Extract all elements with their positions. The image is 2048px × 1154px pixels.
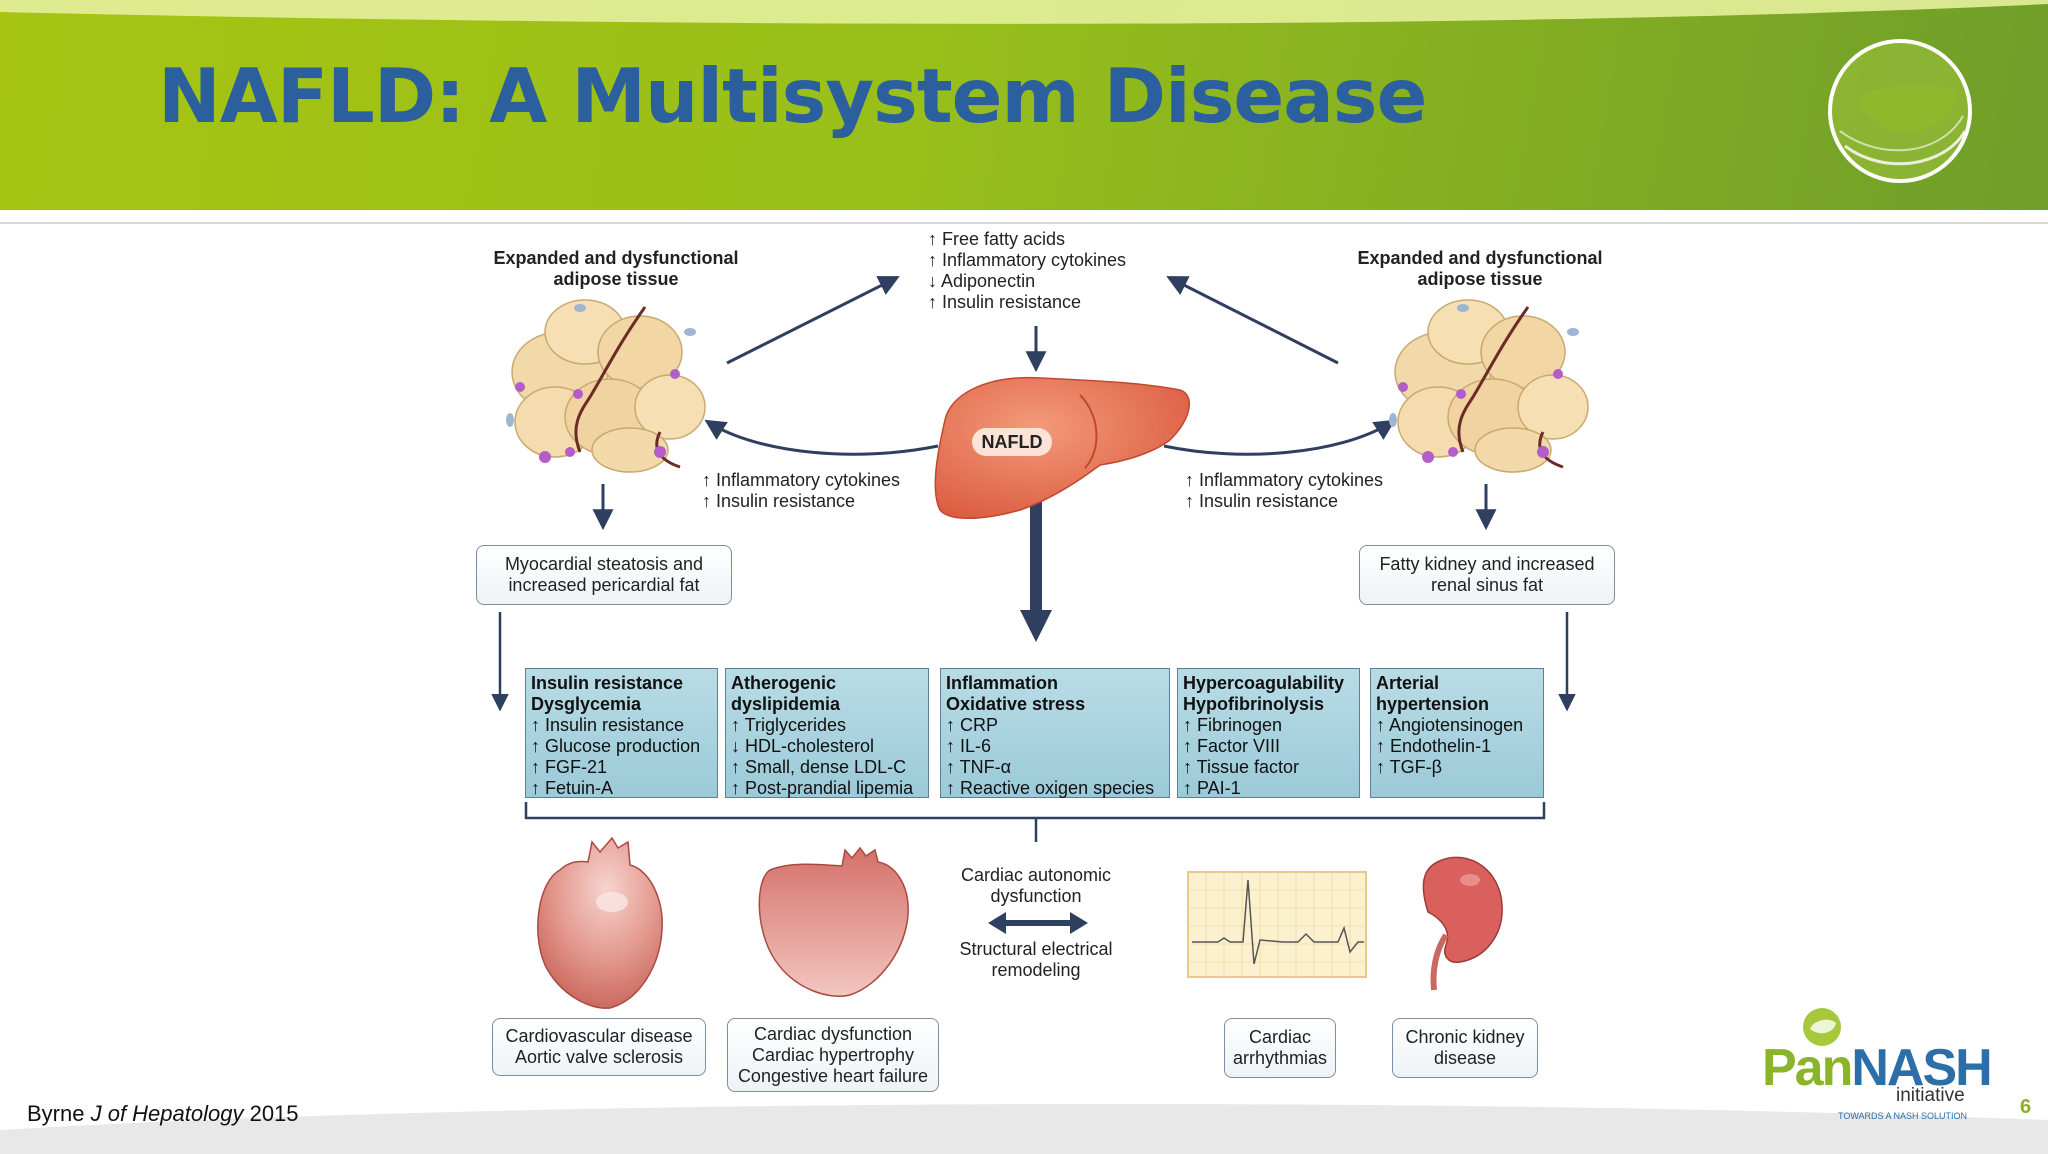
citation: Byrne J of Hepatology 2015 xyxy=(27,1101,299,1126)
outcome-cardiac-arrhythmias: Cardiac arrhythmias xyxy=(1224,1018,1336,1078)
pannash-initiative: initiative xyxy=(1896,1085,1965,1106)
mechanism-insulin-resistance: Insulin resistance Dysglycemia ↑ Insulin… xyxy=(525,668,718,798)
pannash-tagline: TOWARDS A NASH SOLUTION xyxy=(1838,1111,1968,1121)
arrow-liver-to-right-adipose xyxy=(1163,419,1396,456)
pannash-logo: PanNASH xyxy=(1762,1039,1993,1097)
adipose-left-label: Expanded and dysfunctional adipose tissu… xyxy=(493,248,739,289)
mechanism-inflammation: Inflammation Oxidative stress ↑ CRP ↑ IL… xyxy=(940,668,1170,798)
liver-label: NAFLD xyxy=(981,432,1043,452)
heart-failure-icon xyxy=(758,846,909,997)
liver-icon xyxy=(934,376,1190,519)
right-mid-list: ↑ Inflammatory cytokines ↑ Insulin resis… xyxy=(1185,470,1384,511)
liver-emblem-icon xyxy=(1828,39,1972,183)
structural-electrical-remodeling-text: Structural electrical remodeling xyxy=(959,939,1113,980)
mechanism-arterial-hypertension: Arterial hypertension ↑ Angiotensinogen … xyxy=(1370,668,1544,798)
ecg-icon xyxy=(1187,871,1367,978)
arrow-left-to-top xyxy=(726,276,900,365)
fatty-kidney-box: Fatty kidney and increased renal sinus f… xyxy=(1359,545,1615,605)
footer-swoosh xyxy=(0,1103,2048,1154)
arrow-liver-to-left-adipose xyxy=(704,419,939,456)
adipose-tissue-left-icon xyxy=(506,299,706,473)
kidney-icon xyxy=(1422,856,1503,991)
myocardial-steatosis-box: Myocardial steatosis and increased peric… xyxy=(476,545,732,605)
header-swoosh xyxy=(0,0,2048,24)
arrow-right-to-top xyxy=(1166,276,1339,365)
arrow-liver-down xyxy=(1020,610,1052,642)
slide-number: 6 xyxy=(2020,1096,2032,1118)
pannash-logo-icon xyxy=(1803,1008,1841,1046)
heart-cvd-icon xyxy=(537,836,663,1009)
cardiac-autonomic-dysfunction-text: Cardiac autonomic dysfunction xyxy=(960,865,1112,906)
double-arrow xyxy=(1070,912,1088,934)
adipose-tissue-right-icon xyxy=(1389,299,1589,473)
page-title: NAFLD: A Multisystem Disease xyxy=(158,52,1427,140)
mechanism-hypercoagulability: Hypercoagulability Hypofibrinolysis ↑ Fi… xyxy=(1177,668,1360,798)
outcome-cardiovascular-disease: Cardiovascular disease Aortic valve scle… xyxy=(492,1018,706,1076)
outcome-cardiac-dysfunction: Cardiac dysfunction Cardiac hypertrophy … xyxy=(727,1018,939,1092)
mechanism-atherogenic-dyslipidemia: Atherogenic dyslipidemia ↑ Triglycerides… xyxy=(725,668,929,798)
header-banner xyxy=(0,0,2048,210)
left-mid-list: ↑ Inflammatory cytokines ↑ Insulin resis… xyxy=(702,470,901,511)
outcome-chronic-kidney-disease: Chronic kidney disease xyxy=(1392,1018,1538,1078)
top-center-list: ↑ Free fatty acids ↑ Inflammatory cytoki… xyxy=(928,229,1127,312)
mechanisms-bracket xyxy=(524,802,1546,820)
adipose-right-label: Expanded and dysfunctional adipose tissu… xyxy=(1357,248,1603,289)
header-divider xyxy=(0,222,2048,224)
